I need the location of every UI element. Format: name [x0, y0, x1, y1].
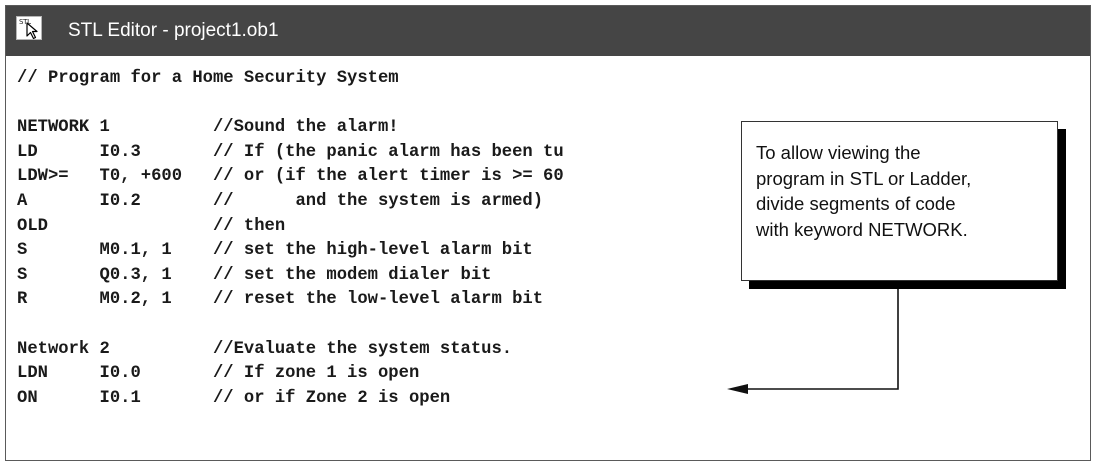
code-line[interactable]: LDW>= T0, +600 // or (if the alert timer…: [17, 167, 564, 187]
code-line[interactable]: Network 2 //Evaluate the system status.: [17, 339, 513, 359]
code-line[interactable]: S M0.1, 1 // set the high-level alarm bi…: [17, 241, 533, 261]
code-line[interactable]: ON I0.1 // or if Zone 2 is open: [17, 388, 451, 408]
code-line[interactable]: LDN I0.0 // If zone 1 is open: [17, 364, 420, 384]
app-icon-label: STL: [19, 18, 31, 26]
code-line[interactable]: LD I0.3 // If (the panic alarm has been …: [17, 142, 564, 162]
network-keyword-callout: To allow viewing the program in STL or La…: [741, 121, 1058, 281]
callout-text-line: divide segments of code: [756, 193, 956, 215]
code-line[interactable]: NETWORK 1 //Sound the alarm!: [17, 118, 399, 138]
code-line[interactable]: A I0.2 // and the system is armed): [17, 191, 544, 211]
code-line[interactable]: R M0.2, 1 // reset the low-level alarm b…: [17, 290, 544, 310]
callout-text-line: To allow viewing the: [756, 142, 921, 163]
code-line[interactable]: S Q0.3, 1 // set the modem dialer bit: [17, 265, 492, 285]
window-title: STL Editor - project1.ob1: [68, 20, 279, 41]
code-line[interactable]: // Program for a Home Security System: [17, 69, 399, 88]
stl-editor-app-icon: STL: [16, 16, 42, 40]
cursor-arrow-icon: [26, 22, 38, 40]
code-line[interactable]: OLD // then: [17, 216, 286, 236]
title-bar[interactable]: STL STL Editor - project1.ob1: [6, 6, 1090, 56]
callout-text-line: with keyword NETWORK.: [756, 218, 968, 240]
callout-text-line: program in STL or Ladder,: [756, 167, 972, 189]
